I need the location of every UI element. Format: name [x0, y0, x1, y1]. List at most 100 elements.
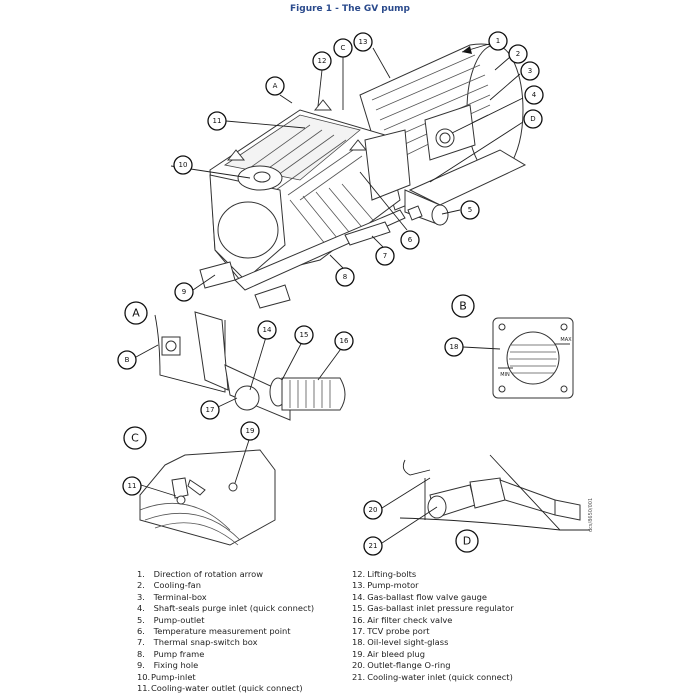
svg-text:C: C [341, 44, 346, 52]
legend-item: 9. Fixing hole [137, 660, 199, 671]
svg-text:19: 19 [246, 427, 255, 435]
legend-item: 12.Lifting-bolts [352, 569, 417, 579]
gas-ballast-gauge [234, 385, 260, 411]
main-pump-view [170, 43, 527, 309]
legend-item: 4. Shaft-seals purge inlet (quick connec… [137, 603, 315, 614]
legend-item: 2. Cooling-fan [137, 580, 201, 591]
legend-item: 11.Cooling-water outlet (quick connect) [137, 683, 303, 694]
legend-item: 17.TCV probe port [352, 626, 430, 637]
callout-17: 17 [200, 400, 220, 420]
callout-9: 9 [174, 282, 194, 302]
legend-item: 18.Oil-level sight-glass [352, 637, 449, 648]
detail-view-d [381, 454, 590, 544]
callout-16: 16 [334, 331, 354, 351]
legend-item: 19.Air bleed plug [352, 648, 426, 659]
svg-text:3: 3 [528, 67, 532, 75]
svg-text:C: C [131, 432, 139, 445]
svg-text:10: 10 [179, 161, 188, 169]
svg-text:11: 11 [213, 117, 222, 125]
svg-text:18: 18 [450, 343, 459, 351]
callout-5: 5 [460, 200, 480, 220]
pump-body [199, 99, 449, 309]
view-c-label: C [123, 426, 147, 450]
svg-text:11: 11 [128, 482, 137, 490]
svg-text:20: 20 [369, 506, 378, 514]
motor-base [408, 149, 527, 206]
svg-text:12: 12 [318, 57, 327, 65]
terminal-box [424, 104, 476, 161]
max-label: MAX [560, 337, 572, 343]
svg-text:17: 17 [206, 406, 215, 414]
legend-item: 10.Pump-inlet [137, 671, 196, 682]
callout-7: 7 [375, 246, 395, 266]
legend-item: 5. Pump-outlet [137, 614, 205, 625]
svg-text:14: 14 [263, 326, 272, 334]
callout-20: 20 [363, 500, 383, 520]
callout-12: 12 [312, 51, 332, 71]
callout-13: 13 [353, 32, 373, 52]
callout-15: 15 [294, 325, 314, 345]
callout-1: 1 [488, 31, 508, 51]
svg-text:A: A [132, 307, 140, 320]
legend-item: 6. Temperature measurement point [137, 626, 291, 637]
svg-text:8: 8 [343, 273, 347, 281]
svg-text:A: A [273, 82, 278, 90]
callout-14: 14 [257, 320, 277, 340]
view-a-label: A [124, 301, 148, 325]
legend-item: 14.Gas-ballast flow valve gauge [352, 591, 487, 602]
svg-text:D: D [463, 535, 471, 548]
callout-11-c: 11 [122, 476, 142, 496]
svg-text:16: 16 [340, 337, 349, 345]
callout-21: 21 [363, 536, 383, 556]
svg-text:7: 7 [383, 252, 387, 260]
callout-19: 19 [240, 421, 260, 441]
legend-item: 16.Air filter check valve [352, 614, 453, 625]
legend-right: 12.Lifting-bolts 13.Pump-motor 14.Gas-ba… [352, 569, 514, 683]
callout-b-ref: B [117, 350, 137, 370]
fixing-foot [199, 261, 236, 289]
callout-8: 8 [335, 267, 355, 287]
legend-item: 8. Pump frame [137, 648, 205, 659]
air-filter [281, 377, 346, 411]
legend-item: 1. Direction of rotation arrow [137, 569, 264, 579]
view-b-label: B [451, 294, 475, 318]
view-d-label: D [455, 529, 479, 553]
legend-item: 20.Outlet-flange O-ring [352, 660, 451, 671]
callout-d-ref: D [523, 109, 543, 129]
svg-text:2: 2 [516, 50, 520, 58]
svg-text:13: 13 [359, 38, 368, 46]
svg-text:9: 9 [182, 288, 186, 296]
callout-a-ref: A [265, 76, 285, 96]
callout-4: 4 [524, 85, 544, 105]
callout-3: 3 [520, 61, 540, 81]
detail-view-a [135, 311, 346, 421]
detail-view-c [139, 439, 276, 546]
callout-6: 6 [400, 230, 420, 250]
callout-10: 10 [173, 155, 193, 175]
detail-view-b: MAX MIN [462, 317, 574, 399]
callout-2: 2 [508, 44, 528, 64]
svg-text:B: B [459, 300, 467, 313]
svg-text:5: 5 [468, 206, 472, 214]
callout-18: 18 [444, 337, 464, 357]
svg-text:21: 21 [369, 542, 378, 550]
rotation-arrow-icon [462, 46, 472, 54]
figure-title: Figure 1 - The GV pump [290, 4, 410, 14]
svg-text:6: 6 [408, 236, 413, 244]
legend-item: 13.Pump-motor [352, 580, 419, 591]
svg-text:15: 15 [300, 331, 309, 339]
legend-item: 21.Cooling-water inlet (quick connect) [352, 671, 513, 682]
callout-11: 11 [207, 111, 227, 131]
svg-text:4: 4 [532, 91, 537, 99]
legend-left: 1. Direction of rotation arrow 2. Coolin… [137, 569, 314, 694]
svg-text:D: D [530, 115, 535, 123]
min-label: MIN [500, 372, 510, 378]
oil-level-sight-glass [506, 331, 560, 385]
legend-item: 7. Thermal snap-switch box [137, 637, 258, 648]
callout-c-ref: C [333, 38, 353, 58]
legend-item: 15.Gas-ballast inlet pressure regulator [352, 603, 514, 614]
legend-item: 3. Terminal-box [137, 591, 207, 602]
svg-text:1: 1 [496, 37, 500, 45]
svg-text:B: B [125, 356, 130, 364]
